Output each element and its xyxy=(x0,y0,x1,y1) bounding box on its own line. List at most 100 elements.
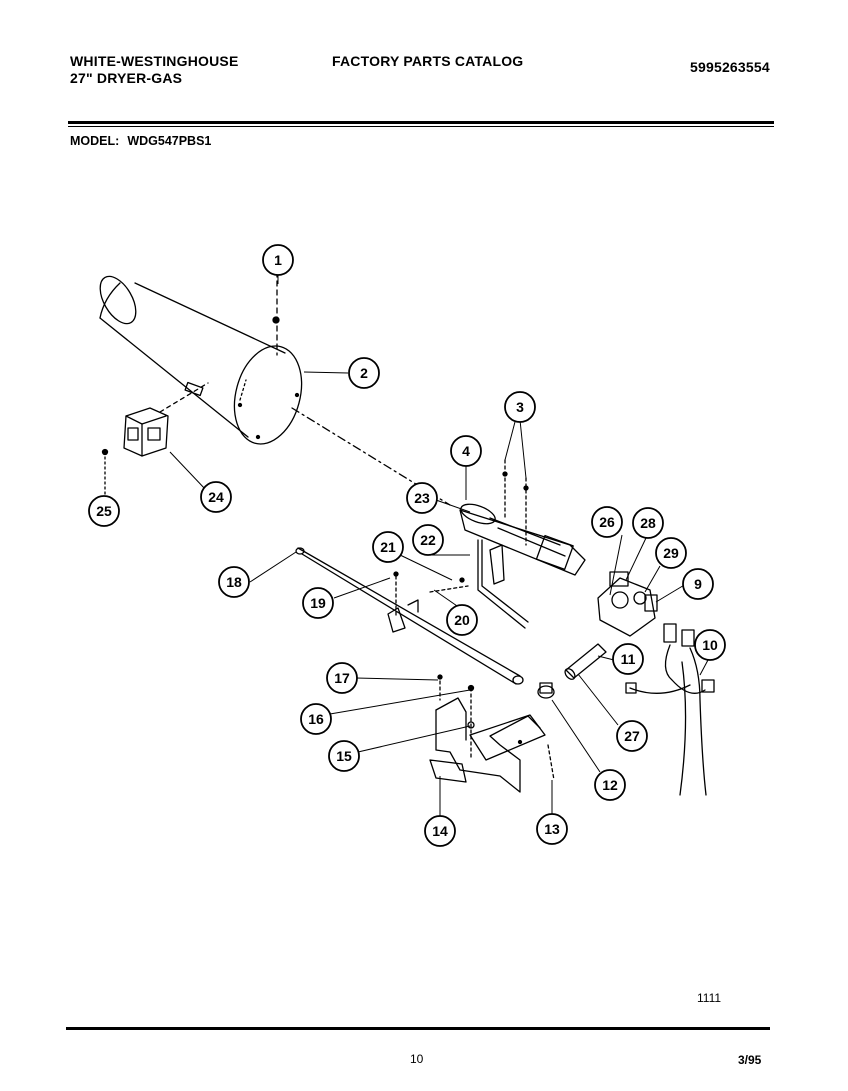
callout-label: 13 xyxy=(544,821,560,837)
callout-circle xyxy=(612,643,644,675)
callout-17: 17 xyxy=(326,662,358,694)
callout-circle xyxy=(616,720,648,752)
burner-assembly xyxy=(459,459,586,576)
callout-circle xyxy=(446,604,478,636)
callout-label: 9 xyxy=(694,576,702,592)
callout-label: 29 xyxy=(663,545,679,561)
callout-label: 15 xyxy=(336,748,352,764)
catalog-title: FACTORY PARTS CATALOG xyxy=(332,53,524,69)
callout-circle xyxy=(406,482,438,514)
callout-circle xyxy=(594,769,626,801)
revision-date: 3/95 xyxy=(738,1053,762,1067)
callout-10: 10 xyxy=(694,629,726,661)
callout-label: 25 xyxy=(96,503,112,519)
callout-label: 24 xyxy=(208,489,224,505)
gas-supply-pipe xyxy=(295,547,524,685)
callout-15: 15 xyxy=(328,740,360,772)
callout-24: 24 xyxy=(200,481,232,513)
gas-valve xyxy=(597,571,658,637)
assembly-leader xyxy=(291,407,451,506)
callout-29: 29 xyxy=(655,537,687,569)
callout-label: 26 xyxy=(599,514,615,530)
callout-14: 14 xyxy=(424,815,456,847)
callout-circle xyxy=(450,435,482,467)
flame-sensor-bracket xyxy=(101,382,209,498)
callout-9: 9 xyxy=(682,568,714,600)
callout-label: 19 xyxy=(310,595,326,611)
product-name: 27" DRYER-GAS xyxy=(70,70,183,86)
callout-circle xyxy=(632,507,664,539)
page-number: 10 xyxy=(410,1052,424,1066)
callout-circle xyxy=(536,813,568,845)
model-label: MODEL: xyxy=(70,134,120,148)
burner-tube-drum xyxy=(99,275,303,445)
callout-12: 12 xyxy=(594,769,626,801)
callout-20: 20 xyxy=(446,604,478,636)
callout-circle xyxy=(682,568,714,600)
callout-label: 12 xyxy=(602,777,618,793)
model-value: WDG547PBS1 xyxy=(127,134,212,148)
callout-circle xyxy=(326,662,358,694)
callout-label: 23 xyxy=(414,490,430,506)
callout-label: 28 xyxy=(640,515,656,531)
callout-4: 4 xyxy=(450,435,482,467)
callout-label: 1 xyxy=(274,252,282,268)
callout-circle xyxy=(372,531,404,563)
callout-circle xyxy=(300,703,332,735)
callout-16: 16 xyxy=(300,703,332,735)
callout-circle xyxy=(262,244,294,276)
callout-26: 26 xyxy=(591,506,623,538)
callout-label: 16 xyxy=(308,711,324,727)
catalog-number: 5995263554 xyxy=(690,59,770,75)
drawing-code: 1111 xyxy=(697,991,722,1005)
callout-23: 23 xyxy=(406,482,438,514)
callout-circle xyxy=(424,815,456,847)
callout-label: 17 xyxy=(334,670,350,686)
callout-13: 13 xyxy=(536,813,568,845)
callout-label: 14 xyxy=(432,823,448,839)
callout-3: 3 xyxy=(504,391,536,423)
callout-label: 18 xyxy=(226,574,242,590)
flame-switch xyxy=(537,682,555,699)
orifice-nozzle xyxy=(564,643,607,680)
callout-circle xyxy=(328,740,360,772)
callout-label: 2 xyxy=(360,365,368,381)
callout-22: 22 xyxy=(412,524,444,556)
callout-label: 27 xyxy=(624,728,640,744)
wire-harness xyxy=(625,623,715,796)
callout-label: 22 xyxy=(420,532,436,548)
callout-circle xyxy=(655,537,687,569)
callout-label: 21 xyxy=(380,539,396,555)
callout-28: 28 xyxy=(632,507,664,539)
callout-circle xyxy=(694,629,726,661)
header-rule-thick xyxy=(68,121,774,124)
callout-1: 1 xyxy=(262,244,294,276)
burner-mounting-bracket xyxy=(429,674,555,793)
callout-circle xyxy=(348,357,380,389)
callout-circle xyxy=(200,481,232,513)
callout-circle xyxy=(412,524,444,556)
callout-label: 20 xyxy=(454,612,470,628)
callout-circle xyxy=(88,495,120,527)
callout-label: 10 xyxy=(702,637,718,653)
callout-label: 4 xyxy=(462,443,470,459)
callout-25: 25 xyxy=(88,495,120,527)
brand-name: WHITE-WESTINGHOUSE xyxy=(70,53,239,69)
callout-19: 19 xyxy=(302,587,334,619)
callout-21: 21 xyxy=(372,531,404,563)
footer-rule xyxy=(66,1027,770,1030)
callout-2: 2 xyxy=(348,357,380,389)
callout-label: 3 xyxy=(516,399,524,415)
screw-part-1 xyxy=(272,271,280,356)
model-line: MODEL: WDG547PBS1 xyxy=(70,134,219,148)
header-rule-thin xyxy=(68,126,774,127)
callout-27: 27 xyxy=(616,720,648,752)
callout-circle xyxy=(218,566,250,598)
callout-circle xyxy=(591,506,623,538)
callout-11: 11 xyxy=(612,643,644,675)
callout-label: 11 xyxy=(621,651,636,667)
callout-circle xyxy=(302,587,334,619)
callout-18: 18 xyxy=(218,566,250,598)
